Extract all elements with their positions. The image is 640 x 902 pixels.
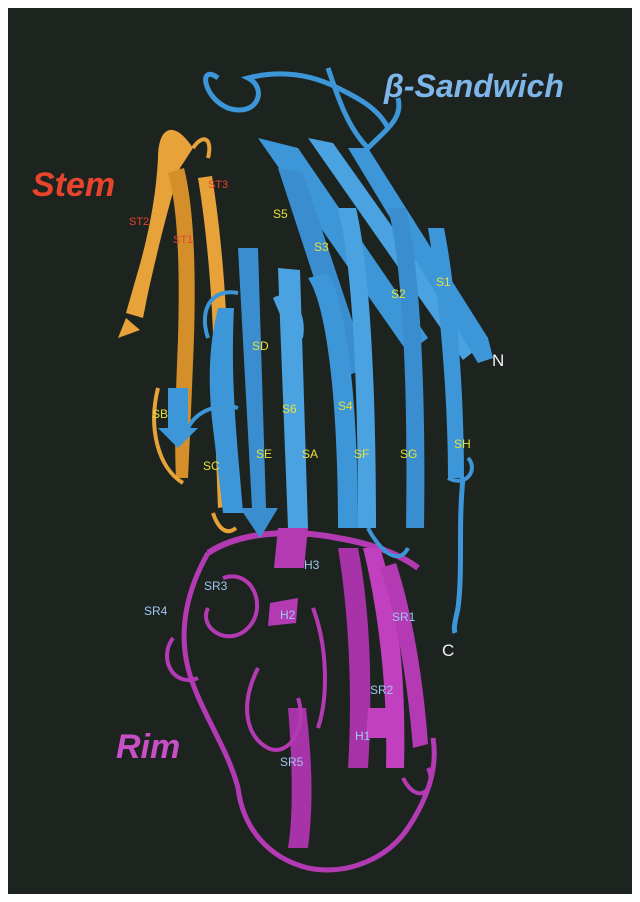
stem-domain-label: Stem bbox=[32, 166, 115, 205]
rim-label-sr1: SR1 bbox=[392, 610, 415, 624]
strand-label-sc: SC bbox=[203, 459, 220, 473]
rim-label-sr2: SR2 bbox=[370, 683, 393, 697]
sandwich-domain-label: β-Sandwich bbox=[384, 68, 564, 105]
strand-label-sd: SD bbox=[252, 339, 269, 353]
strand-label-sh: SH bbox=[454, 437, 471, 451]
c-terminus-label: C bbox=[442, 641, 454, 661]
rim-label-h1: H1 bbox=[355, 729, 370, 743]
strand-label-st2: ST2 bbox=[129, 216, 149, 228]
strand-label-sa: SA bbox=[302, 447, 318, 461]
strand-label-sg: SG bbox=[400, 447, 417, 461]
strand-label-s3: S3 bbox=[314, 240, 329, 254]
rim-domain-label: Rim bbox=[116, 728, 180, 767]
ribbon-structure bbox=[8, 8, 632, 894]
rim-label-sr3: SR3 bbox=[204, 579, 227, 593]
strand-label-s2: S2 bbox=[391, 287, 406, 301]
figure-panel: β-Sandwich Stem Rim N C S1 S2 S3 S4 S5 S… bbox=[8, 8, 632, 894]
strand-label-s4: S4 bbox=[338, 399, 353, 413]
strand-label-s1: S1 bbox=[436, 275, 451, 289]
rim-label-h2: H2 bbox=[280, 608, 295, 622]
strand-label-st3: ST3 bbox=[208, 179, 228, 191]
n-terminus-label: N bbox=[492, 351, 504, 371]
strand-label-st1: ST1 bbox=[173, 234, 193, 246]
rim-label-sr4: SR4 bbox=[144, 604, 167, 618]
rim-label-h3: H3 bbox=[304, 558, 319, 572]
strand-label-se: SE bbox=[256, 447, 272, 461]
strand-label-sf: SF bbox=[354, 447, 369, 461]
rim-label-sr5: SR5 bbox=[280, 755, 303, 769]
strand-label-s5: S5 bbox=[273, 207, 288, 221]
strand-label-sb: SB bbox=[152, 407, 168, 421]
strand-label-s6: S6 bbox=[282, 402, 297, 416]
